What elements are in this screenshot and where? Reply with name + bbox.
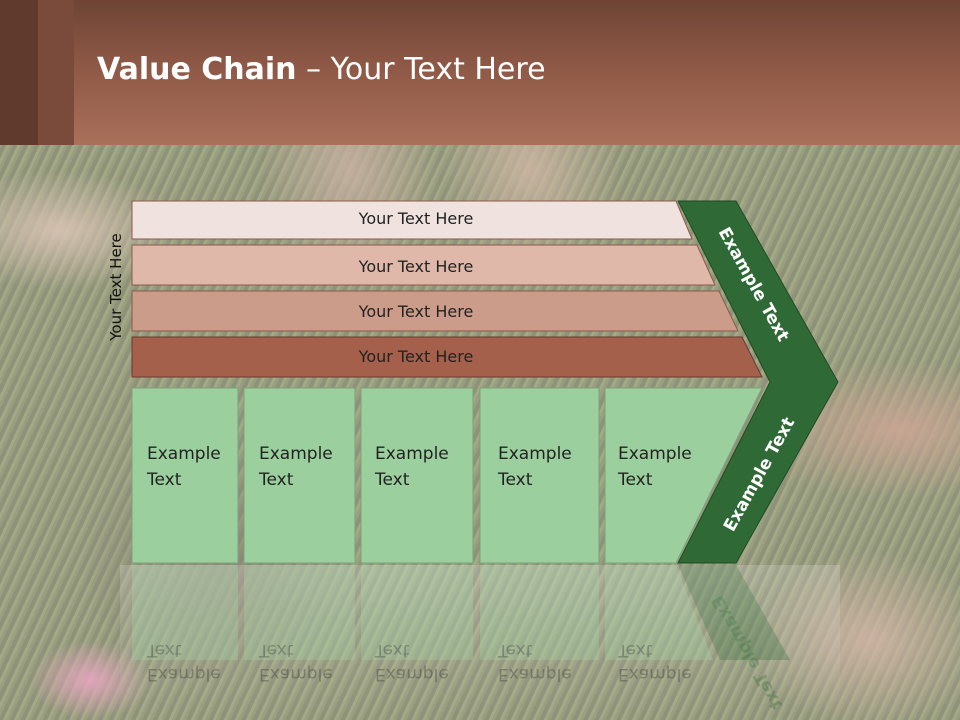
activity-box-1-line2: Text [146, 470, 182, 490]
activity-box-1 [131, 387, 239, 564]
bar-2-label: Your Text Here [358, 257, 474, 276]
activity-box-2-line2: Text [258, 470, 294, 490]
activity-box-1-line1: Example [147, 444, 221, 464]
activity-box-2 [243, 387, 356, 564]
slide-title-bold: Value Chain [97, 52, 297, 87]
activity-box-4-line1: Example [498, 444, 572, 464]
bar-4 [131, 336, 763, 378]
bar-3-label: Your Text Here [358, 302, 474, 321]
side-label: Your Text Here [107, 233, 125, 341]
activity-box-3 [360, 387, 474, 564]
chevron-arrow [677, 200, 839, 564]
activity-box-5-line1: Example [618, 444, 692, 464]
activity-box-5 [604, 387, 763, 564]
activity-box-4-line2: Text [497, 470, 533, 490]
slide-title-rest: – Your Text Here [296, 52, 546, 87]
banner-accent-light [38, 0, 74, 145]
title-banner: Value Chain – Your Text Here [0, 0, 960, 145]
bar-2 [131, 244, 716, 286]
activity-box-5-line2: Text [617, 470, 653, 490]
activity-box-2-line1: Example [259, 444, 333, 464]
bar-4-label: Your Text Here [358, 347, 474, 366]
activity-box-4 [479, 387, 600, 564]
bar-1-label: Your Text Here [358, 209, 474, 228]
banner-accent-dark [0, 0, 38, 145]
bar-1 [131, 200, 693, 240]
slide-title: Value Chain – Your Text Here [97, 52, 546, 87]
bar-3 [131, 290, 739, 332]
activity-box-3-line2: Text [374, 470, 410, 490]
activity-box-3-line1: Example [375, 444, 449, 464]
reflection-fade [120, 565, 840, 720]
